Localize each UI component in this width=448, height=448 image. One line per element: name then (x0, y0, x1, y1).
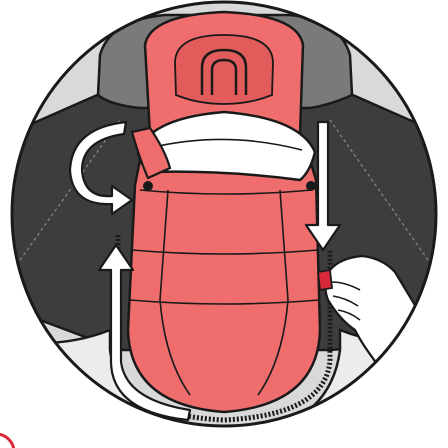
snap-button-right (306, 181, 316, 191)
snap-button-left (143, 181, 153, 191)
footmuff-hood-pad (175, 35, 273, 104)
step-badge (0, 434, 14, 448)
footmuff-body (128, 160, 320, 412)
zipper-pull (318, 270, 332, 290)
